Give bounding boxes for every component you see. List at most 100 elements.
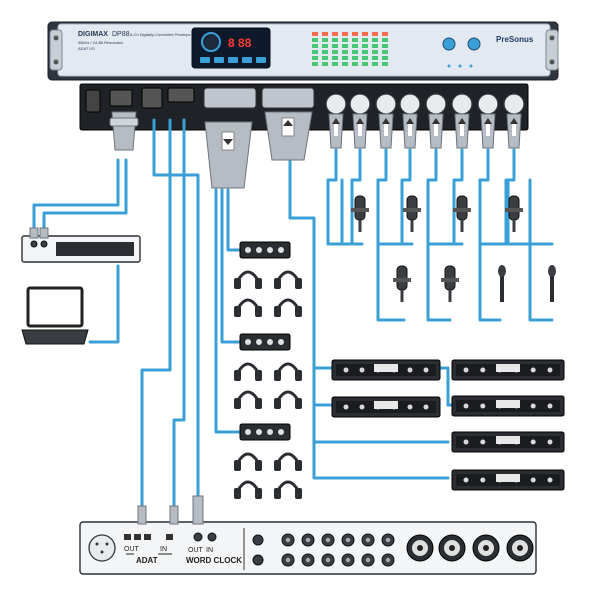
level-meters	[312, 32, 388, 66]
meter-segment	[332, 44, 338, 48]
dp88-front-panel: DIGIMAX DP88 8-Ch Digitally-Controlled P…	[47, 21, 559, 81]
power-inlet[interactable]	[85, 89, 101, 113]
microphone-icon	[393, 265, 411, 302]
meter-segment	[312, 62, 318, 66]
meter-segment	[352, 62, 358, 66]
meter-segment	[312, 44, 318, 48]
adat-in-label: IN	[160, 546, 167, 553]
meter-segment	[312, 56, 318, 60]
display-button-5[interactable]	[256, 57, 266, 63]
db25-port-in[interactable]	[261, 87, 315, 109]
meter-segment	[352, 44, 358, 48]
db25-connector-icon-out	[204, 121, 253, 189]
rear-xlr-jack[interactable]	[399, 93, 421, 115]
meter-segment	[372, 56, 378, 60]
meter-segment	[352, 38, 358, 42]
wc-out-label: OUT	[188, 547, 204, 554]
meter-segment	[372, 62, 378, 66]
word-clock-label: WORD CLOCK	[186, 556, 242, 565]
microphone-icon	[498, 265, 506, 302]
meter-segment	[332, 32, 338, 36]
adat-out-port-3[interactable]	[144, 534, 151, 540]
word-clock-out-port[interactable]	[193, 532, 203, 542]
rear-xlr-jack[interactable]	[325, 93, 347, 115]
headphones-icon	[274, 270, 302, 289]
interface-line-jacks	[281, 533, 395, 567]
microphone-icon	[403, 195, 421, 232]
rear-xlr-jack[interactable]	[349, 93, 371, 115]
meter-segment	[352, 32, 358, 36]
headphones-icon	[234, 390, 262, 409]
meter-segment	[352, 56, 358, 60]
headphones-icon	[234, 270, 262, 289]
adat-in-port[interactable]	[166, 534, 173, 540]
headphones-icon	[274, 452, 302, 471]
headphones-icon	[234, 298, 262, 317]
rear-xlr-jack[interactable]	[375, 93, 397, 115]
display-button-1[interactable]	[200, 57, 210, 63]
gain-knob[interactable]	[201, 32, 221, 52]
meter-segment	[312, 38, 318, 42]
xlr-connector-icon[interactable]	[88, 534, 116, 562]
adat-out-port-1[interactable]	[124, 534, 131, 540]
meter-segment	[332, 38, 338, 42]
meter-segment	[332, 62, 338, 66]
meter-segment	[312, 50, 318, 54]
wc-in-label: IN	[206, 547, 213, 554]
rear-xlr-jack[interactable]	[451, 93, 473, 115]
meter-segment	[382, 44, 388, 48]
meter-segment	[322, 38, 328, 42]
meter-segment	[322, 32, 328, 36]
display-button-4[interactable]	[242, 57, 252, 63]
microphones	[351, 195, 556, 302]
meter-segment	[362, 62, 368, 66]
presonus-logo: PreSonus	[496, 35, 534, 44]
meter-segment	[372, 32, 378, 36]
front-control-knob-1[interactable]	[442, 37, 456, 51]
rear-xlr-jack[interactable]	[477, 93, 499, 115]
headphones-icon	[274, 362, 302, 381]
rack-unit	[451, 431, 565, 453]
microphone-icon	[453, 195, 471, 232]
meter-segment	[372, 38, 378, 42]
meter-segment	[362, 38, 368, 42]
meter-segment	[342, 44, 348, 48]
meter-segment	[382, 32, 388, 36]
adat-out-port-2[interactable]	[134, 534, 141, 540]
meter-segment	[362, 56, 368, 60]
meter-segment	[342, 32, 348, 36]
headphone-amp-box	[239, 423, 291, 441]
interface-plugs	[137, 495, 204, 525]
meter-segment	[372, 50, 378, 54]
subline2-label: ADAT I/O	[78, 46, 95, 51]
headphone-amp-box	[239, 333, 291, 351]
word-clock-in-port[interactable]	[207, 532, 217, 542]
rear-xlr-jack[interactable]	[503, 93, 525, 115]
microphone-icon	[548, 265, 556, 302]
meter-segment	[332, 56, 338, 60]
meter-segment	[322, 44, 328, 48]
meter-segment	[322, 56, 328, 60]
display-button-2[interactable]	[214, 57, 224, 63]
headphones-icon	[274, 298, 302, 317]
subline1-label: 96kHz / 24-Bit Resolution	[78, 40, 123, 45]
headphones-icon	[234, 480, 262, 499]
meter-segment	[382, 50, 388, 54]
meter-segment	[362, 32, 368, 36]
meter-segment	[362, 44, 368, 48]
headphones-icon	[274, 390, 302, 409]
db25-port-out[interactable]	[203, 87, 257, 109]
dp88-rear-panel	[79, 83, 529, 149]
adat-out-label: OUT	[124, 546, 140, 553]
interface-combo-jacks	[406, 534, 534, 562]
microphone-icon	[351, 195, 369, 232]
front-control-knob-2[interactable]	[467, 37, 481, 51]
display-button-3[interactable]	[228, 57, 238, 63]
rear-xlr-jack[interactable]	[425, 93, 447, 115]
headphone-amp-box	[239, 241, 291, 259]
meter-segment	[382, 38, 388, 42]
patchbay-unit	[21, 227, 141, 263]
rack-unit	[451, 395, 565, 417]
adat-label: ADAT	[136, 556, 158, 565]
